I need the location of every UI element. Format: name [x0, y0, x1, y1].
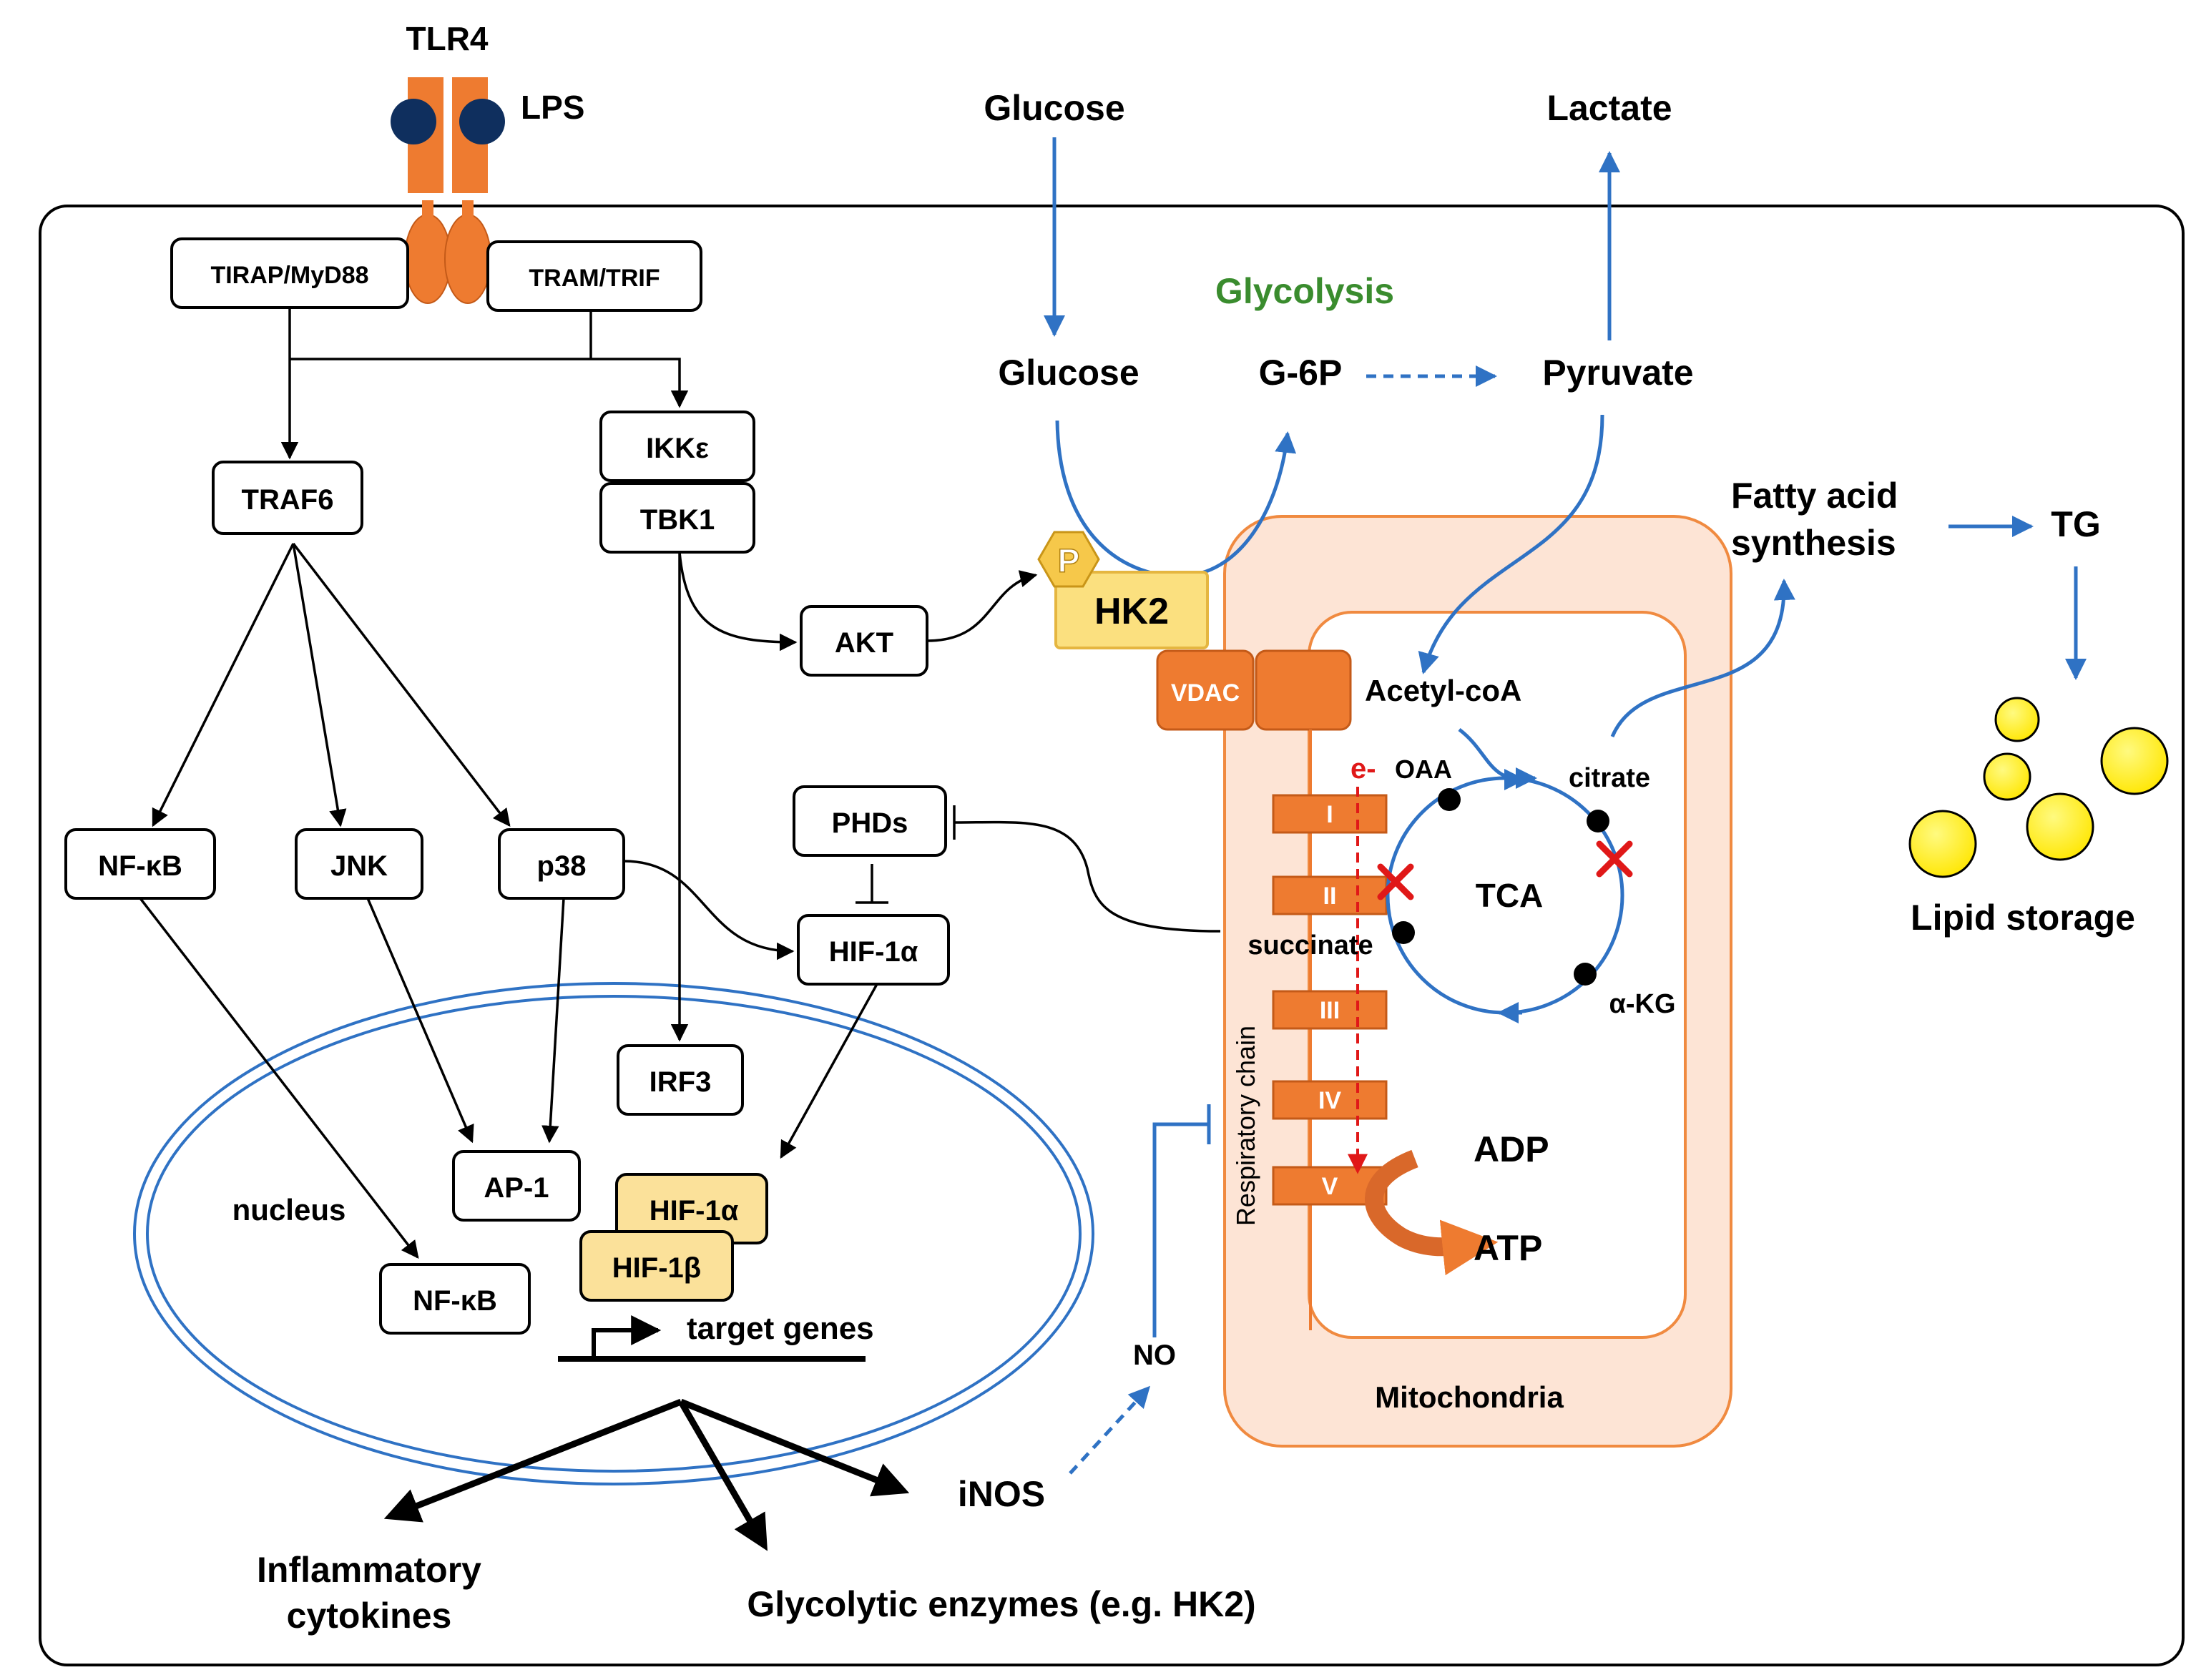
tirap-myd88-label: TIRAP/MyD88	[210, 262, 368, 289]
lipid-droplet-5	[2026, 792, 2094, 861]
glucose-intracellular-label: Glucose	[998, 353, 1139, 393]
complex-iv	[1272, 1080, 1388, 1120]
glucose-extracellular-label: Glucose	[984, 88, 1124, 128]
complex-v-label: V	[1322, 1173, 1338, 1200]
complex-ii	[1272, 875, 1388, 915]
vdac-channel	[1156, 649, 1255, 731]
lipid-droplet-4	[1908, 810, 1977, 878]
lipid-droplet-1	[1994, 697, 2040, 742]
jnk-label: JNK	[330, 850, 388, 882]
nfkb-nucleus-label: NF-κB	[413, 1285, 497, 1317]
respiratory-chain-label: Respiratory chain	[1231, 1026, 1260, 1226]
complex-iv-label: IV	[1318, 1087, 1341, 1114]
lps-label: LPS	[521, 89, 584, 126]
complex-iii	[1272, 990, 1388, 1030]
g6p-label: G-6P	[1259, 353, 1343, 393]
complex-i-label: I	[1326, 801, 1333, 828]
pyruvate-label: Pyruvate	[1542, 353, 1693, 393]
lps-molecule-left	[391, 99, 436, 144]
vdac-label: VDAC	[1171, 679, 1240, 707]
ant-channel	[1255, 649, 1352, 731]
hif1b-nucleus-label: HIF-1β	[612, 1252, 701, 1284]
oaa-label: OAA	[1395, 755, 1452, 784]
hk2-protein	[1054, 571, 1209, 649]
complex-iii-label: III	[1320, 997, 1340, 1024]
acetyl-coa-label: Acetyl-coA	[1365, 674, 1521, 707]
fatty-acid-label-line1: Fatty acid	[1731, 476, 1898, 516]
lipid-droplet-2	[2100, 727, 2169, 795]
ap1-label: AP-1	[484, 1172, 549, 1204]
atp-label: ATP	[1474, 1228, 1542, 1268]
cytokines-label-line2: cytokines	[287, 1596, 452, 1636]
ikke-label: IKKε	[646, 433, 709, 464]
cytokines-label-line1: Inflammatory	[257, 1550, 481, 1590]
inos-label: iNOS	[958, 1474, 1045, 1514]
phospho-badge	[1037, 531, 1100, 588]
tg-label: TG	[2051, 504, 2100, 544]
phds-label: PHDs	[832, 807, 908, 839]
hif1a-nucleus-label: HIF-1α	[649, 1195, 739, 1227]
tca-node-akg	[1574, 963, 1597, 986]
akt-label: AKT	[835, 627, 893, 659]
lipid-storage-label: Lipid storage	[1911, 898, 2135, 938]
hk2-label: HK2	[1094, 591, 1169, 632]
nfkb-cytoplasm-label: NF-κB	[98, 850, 182, 882]
nucleus-membrane-inner	[146, 995, 1082, 1473]
tca-node-succinate	[1392, 921, 1415, 944]
tlr4-receptor	[391, 77, 505, 304]
akg-label: α-KG	[1609, 989, 1675, 1019]
p38-label: p38	[537, 850, 587, 882]
tca-block-mark-right	[1596, 840, 1633, 878]
adp-label: ADP	[1474, 1129, 1549, 1169]
nucleus-label: nucleus	[232, 1193, 346, 1227]
fatty-acid-label-line2: synthesis	[1731, 523, 1896, 563]
electron-label: e-	[1350, 753, 1376, 785]
citrate-label: citrate	[1569, 763, 1650, 793]
tbk1-label: TBK1	[640, 504, 715, 536]
cell-membrane	[39, 205, 2185, 1666]
traf6-label: TRAF6	[242, 484, 334, 516]
phospho-label: P	[1058, 542, 1080, 579]
tca-label: TCA	[1476, 877, 1544, 914]
tlr4-label: TLR4	[406, 20, 489, 57]
complex-ii-label: II	[1323, 883, 1337, 910]
glycolysis-title: Glycolysis	[1215, 271, 1394, 311]
hif1a-cytoplasm-label: HIF-1α	[829, 936, 918, 968]
succinate-label: succinate	[1247, 930, 1373, 961]
nucleus-membrane-outer	[133, 982, 1094, 1485]
tca-block-mark-left	[1377, 863, 1414, 900]
target-genes-label: target genes	[687, 1311, 874, 1346]
lipid-droplet-3	[1983, 752, 2031, 801]
irf3-label: IRF3	[649, 1066, 712, 1098]
lps-molecule-right	[459, 99, 505, 144]
tram-trif-label: TRAM/TRIF	[529, 265, 660, 292]
tca-node-citrate	[1587, 810, 1609, 832]
no-label: NO	[1133, 1340, 1176, 1371]
mitochondria-label: Mitochondria	[1375, 1380, 1564, 1414]
lactate-label: Lactate	[1546, 88, 1672, 128]
tca-node-oaa	[1438, 788, 1461, 811]
promoter-arrow	[592, 1315, 662, 1359]
glycolytic-enzymes-label: Glycolytic enzymes (e.g. HK2)	[747, 1584, 1255, 1624]
complex-i	[1272, 794, 1388, 834]
